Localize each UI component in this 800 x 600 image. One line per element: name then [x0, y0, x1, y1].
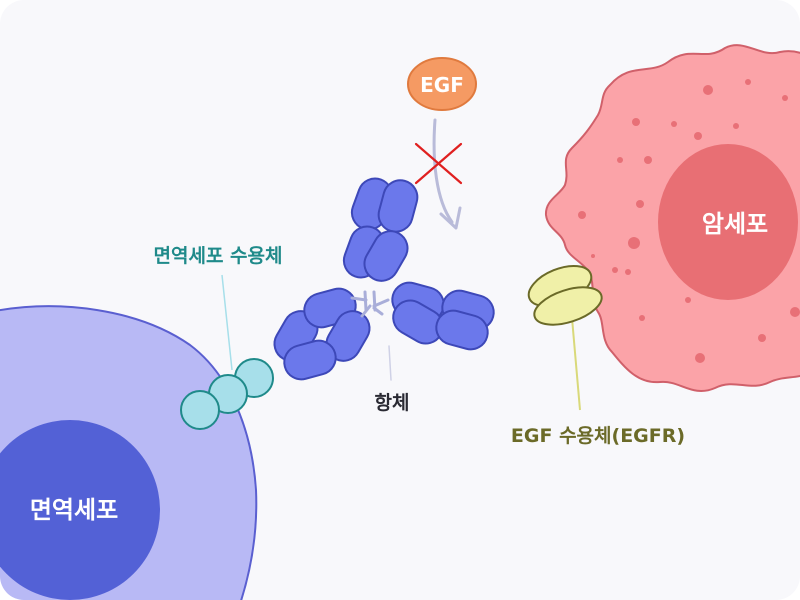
egf-label: EGF — [420, 73, 464, 97]
immune-receptor-label: 면역세포 수용체 — [154, 245, 283, 267]
cross-mark-icon — [414, 142, 463, 185]
antibody-hinge — [350, 290, 392, 381]
cancer-cell-label: 암세포 — [702, 210, 768, 238]
egf-receptor — [527, 264, 603, 411]
immune-receptor — [180, 274, 274, 430]
antibody-label: 항체 — [375, 392, 410, 414]
immune-cell-nucleus — [0, 420, 160, 600]
cancer-cell-nucleus — [658, 144, 798, 300]
cancer-cell-granules — [578, 79, 800, 363]
antibody — [273, 177, 495, 381]
curved-arrow-icon — [432, 118, 462, 230]
egfr-label: EGF 수용체(EGFR) — [511, 425, 685, 447]
cancer-cell — [544, 44, 800, 393]
egf-ligand — [407, 57, 477, 111]
immune-cell-label: 면역세포 — [30, 496, 118, 524]
immune-cell — [0, 305, 258, 600]
